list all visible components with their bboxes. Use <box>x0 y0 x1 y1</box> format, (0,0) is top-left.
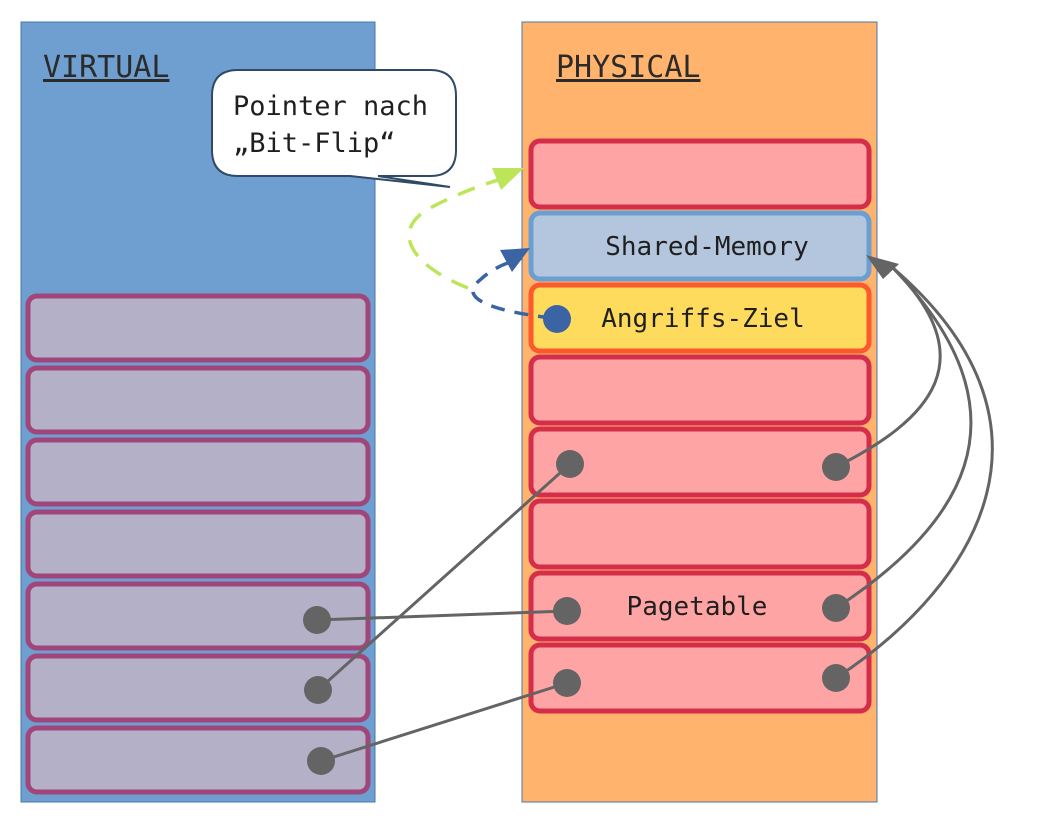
attack-target-frame-label: Angriffs-Ziel <box>601 304 805 334</box>
virtual-page-slot <box>25 437 371 507</box>
pagetable-frame <box>528 642 872 714</box>
physical-frame <box>528 498 872 570</box>
virtual-page-slot <box>25 509 371 579</box>
shared-memory-frame <box>528 210 872 282</box>
pagetable-entry-dot <box>822 594 850 622</box>
mapping-dot <box>304 676 332 704</box>
virtual-pages <box>25 293 371 795</box>
virtual-page-slot <box>25 653 371 723</box>
shared-memory-frame-label: Shared-Memory <box>605 232 809 262</box>
callout-line-2: „Bit-Flip“ <box>233 128 396 159</box>
pagetable-frame <box>528 426 872 498</box>
virtual-page-slot <box>25 581 371 651</box>
virtual-heading: VIRTUAL <box>43 50 169 85</box>
physical-heading: PHYSICAL <box>556 50 701 85</box>
mapping-dot <box>553 669 581 697</box>
mapping-dot <box>556 450 584 478</box>
physical-frame <box>528 354 872 426</box>
callout-shape <box>211 69 457 188</box>
mapping-dot <box>303 606 331 634</box>
virtual-page-slot <box>25 293 371 363</box>
pagetable-frame-label: Pagetable <box>627 592 768 622</box>
pagetable-entry-arrow <box>835 266 973 610</box>
virtual-page-slot <box>25 365 371 435</box>
mapping-dot <box>307 747 335 775</box>
arrowhead-icon <box>500 248 530 272</box>
pointer-origin-dot <box>543 305 571 333</box>
flipped-pointer-arrow <box>407 176 506 290</box>
pagetable-entry-arrow <box>835 266 994 680</box>
mapping-line <box>316 609 568 622</box>
physical-frame <box>528 138 872 210</box>
connectors <box>303 168 994 775</box>
callout-bubble: Pointer nach „Bit-Flip“ <box>211 69 457 188</box>
arrowhead-icon <box>492 168 524 190</box>
callout-line-1: Pointer nach <box>233 91 428 122</box>
mapping-line <box>320 681 568 763</box>
arrowhead-icon <box>866 255 899 279</box>
mapping-dot <box>553 597 581 625</box>
virtual-page-slot <box>25 725 371 795</box>
pagetable-frame <box>528 570 872 642</box>
mapping-line <box>316 462 572 692</box>
pagetable-entry-dot <box>822 664 850 692</box>
attack-target-frame <box>528 282 872 354</box>
pagetable-entry-dot <box>822 453 850 481</box>
